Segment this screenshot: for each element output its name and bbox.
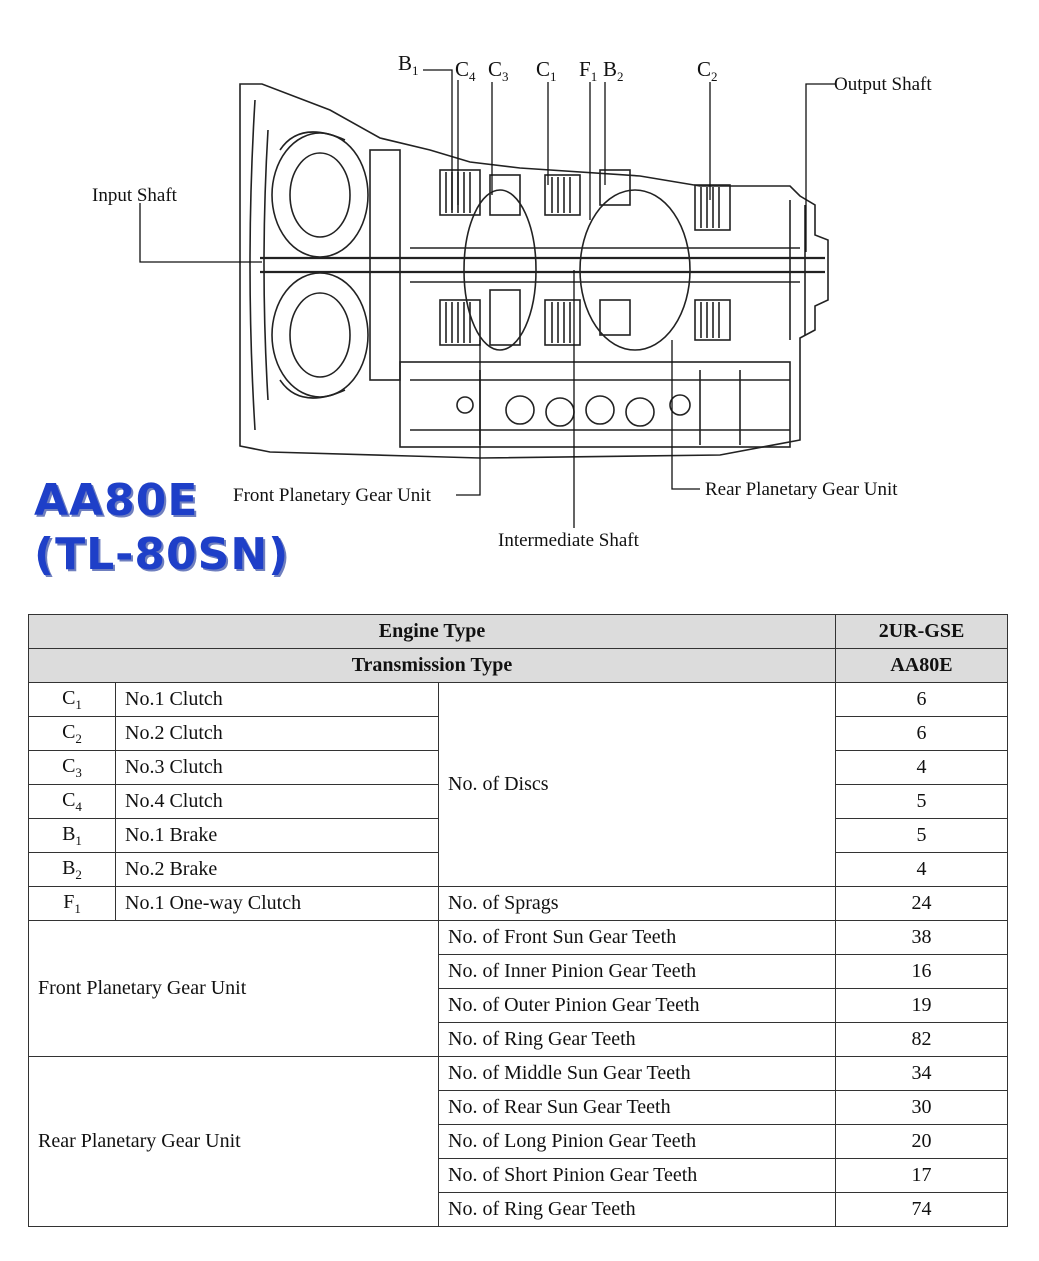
specification-table: Engine Type 2UR-GSE Transmission Type AA… — [27, 614, 1009, 1227]
table-row: No. of Outer Pinion Gear Teeth 19 — [29, 988, 1009, 1023]
table-row: Rear Planetary Gear Unit No. of Middle S… — [28, 1056, 1009, 1227]
component-name: No.2 Brake — [115, 852, 439, 887]
engine-type-value: 2UR-GSE — [835, 614, 1009, 649]
table-row: C3 No.3 Clutch 4 — [28, 750, 1009, 785]
code-b2: B2 — [603, 57, 624, 84]
component-name: No.1 One-way Clutch — [115, 886, 439, 921]
code-c1: C1 — [536, 57, 557, 84]
component-code: C1 — [28, 682, 116, 717]
table-row: F1 No.1 One-way Clutch No. of Sprags 24 — [28, 886, 1009, 921]
table-row: Front Planetary Gear Unit No. of Front S… — [28, 920, 1009, 1057]
transmission-type-value: AA80E — [835, 648, 1009, 683]
table-row: No. of Inner Pinion Gear Teeth 16 — [29, 954, 1009, 989]
spec-value: 24 — [835, 886, 1009, 921]
component-value: 6 — [835, 716, 1009, 751]
table-row: No. of Ring Gear Teeth 74 — [29, 1192, 1009, 1227]
model-title-line2: (TL-80SN) — [34, 529, 290, 580]
spec-label: No. of Rear Sun Gear Teeth — [437, 1090, 837, 1125]
transmission-drawing — [239, 83, 829, 459]
spec-value: 30 — [835, 1090, 1009, 1125]
rear-planetary-unit-name: Rear Planetary Gear Unit — [28, 1056, 439, 1227]
spec-label: No. of Ring Gear Teeth — [437, 1192, 837, 1227]
component-value: 5 — [835, 818, 1009, 853]
transmission-cutaway-diagram: Input Shaft Output Shaft Front Planetary… — [92, 51, 932, 551]
code-c4: C4 — [455, 57, 476, 84]
table-row: C4 No.4 Clutch 5 — [28, 784, 1009, 819]
table-row: No. of Long Pinion Gear Teeth 20 — [29, 1124, 1009, 1159]
component-code: F1 — [28, 886, 116, 921]
spec-value: 74 — [835, 1192, 1009, 1227]
spec-label: No. of Inner Pinion Gear Teeth — [437, 954, 837, 989]
code-c2: C2 — [697, 57, 718, 84]
table-row: Engine Type 2UR-GSE — [27, 614, 1009, 649]
spec-value: 17 — [835, 1158, 1009, 1193]
label-input-shaft: Input Shaft — [92, 185, 178, 206]
spec-label: No. of Front Sun Gear Teeth — [437, 920, 837, 955]
spec-label: No. of Long Pinion Gear Teeth — [437, 1124, 837, 1159]
spec-label: No. of Middle Sun Gear Teeth — [437, 1056, 837, 1091]
spec-value: 20 — [835, 1124, 1009, 1159]
component-code: C3 — [28, 750, 116, 785]
table-row: Transmission Type AA80E — [27, 648, 1009, 683]
component-name: No.3 Clutch — [115, 750, 439, 785]
spec-value: 34 — [835, 1056, 1009, 1091]
table-row: B1 No.1 Brake 5 — [28, 818, 1009, 853]
leader-lines — [139, 69, 835, 528]
component-name: No.1 Brake — [115, 818, 439, 853]
table-row: C1 No.1 Clutch No. of Discs 6 — [28, 682, 1009, 887]
component-code: C4 — [28, 784, 116, 819]
label-front-planetary-gear-unit: Front Planetary Gear Unit — [233, 485, 432, 506]
spec-value: 19 — [835, 988, 1009, 1023]
component-value: 4 — [835, 852, 1009, 887]
component-name: No.4 Clutch — [115, 784, 439, 819]
component-value: 6 — [835, 682, 1009, 717]
spec-value: 38 — [835, 920, 1009, 955]
model-title-line1: AA80E — [34, 475, 199, 526]
component-name: No.2 Clutch — [115, 716, 439, 751]
component-value: 5 — [835, 784, 1009, 819]
model-title: AA80E (TL-80SN) — [34, 474, 289, 582]
spec-value: 82 — [835, 1022, 1009, 1057]
label-intermediate-shaft: Intermediate Shaft — [498, 530, 640, 551]
label-output-shaft: Output Shaft — [834, 74, 932, 95]
spec-label: No. of Sprags — [437, 886, 837, 921]
spec-label: No. of Outer Pinion Gear Teeth — [437, 988, 837, 1023]
spec-label: No. of Short Pinion Gear Teeth — [437, 1158, 837, 1193]
component-name: No.1 Clutch — [115, 682, 439, 717]
component-value: 4 — [835, 750, 1009, 785]
discs-label: No. of Discs — [437, 682, 837, 887]
spec-label: No. of Ring Gear Teeth — [437, 1022, 837, 1057]
component-code: C2 — [28, 716, 116, 751]
table-row: No. of Short Pinion Gear Teeth 17 — [29, 1158, 1009, 1193]
component-code: B2 — [28, 852, 116, 887]
label-rear-planetary-gear-unit: Rear Planetary Gear Unit — [705, 479, 898, 500]
engine-type-label: Engine Type — [27, 614, 837, 649]
code-b1: B1 — [398, 51, 419, 78]
code-c3: C3 — [488, 57, 509, 84]
transmission-type-label: Transmission Type — [27, 648, 837, 683]
component-code: B1 — [28, 818, 116, 853]
code-f1: F1 — [579, 57, 597, 84]
spec-value: 16 — [835, 954, 1009, 989]
table-row: C2 No.2 Clutch 6 — [28, 716, 1009, 751]
front-planetary-unit-name: Front Planetary Gear Unit — [28, 920, 439, 1057]
table-row: No. of Ring Gear Teeth 82 — [29, 1022, 1009, 1057]
table-row: B2 No.2 Brake 4 — [28, 852, 1009, 887]
